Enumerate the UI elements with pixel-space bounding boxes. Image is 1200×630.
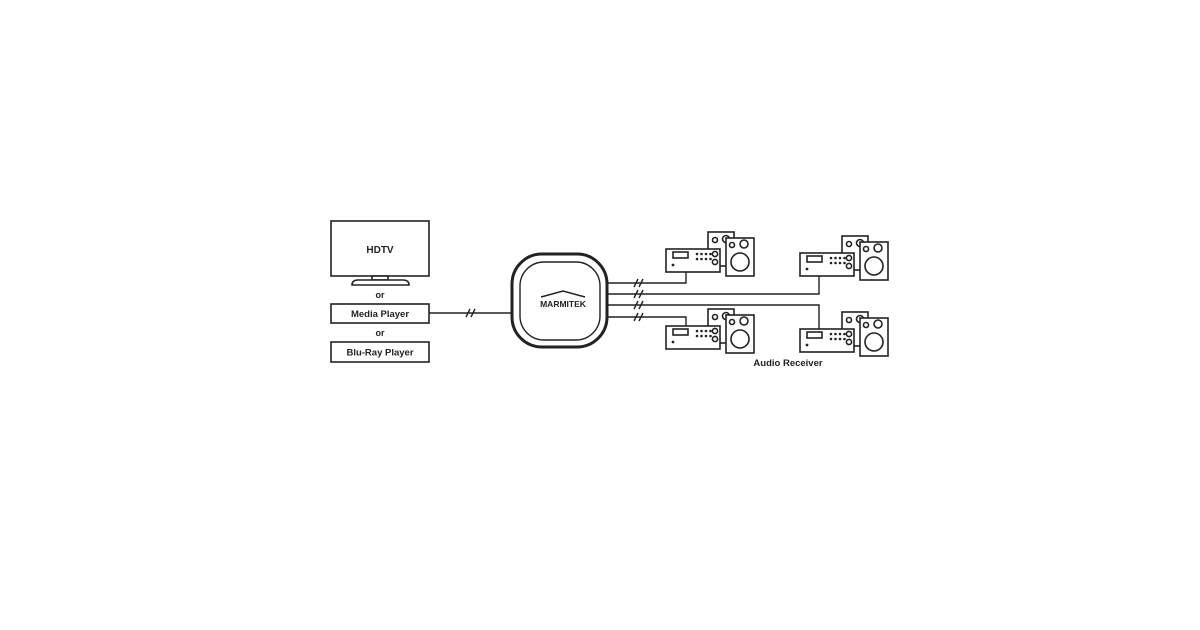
receiver-detail	[711, 250, 719, 258]
receiver-detail	[873, 243, 883, 253]
receiver-detail	[695, 252, 699, 256]
media-player: Media Player	[330, 303, 430, 324]
bluray-player-label: Blu-Ray Player	[346, 348, 413, 359]
receiver-detail	[843, 256, 846, 260]
receiver-detail	[838, 337, 842, 341]
receiver-detail	[843, 337, 846, 341]
receiver-detail	[711, 327, 719, 335]
receiver-detail	[834, 256, 837, 260]
receiver-detail	[730, 252, 750, 272]
receiver-detail	[739, 316, 749, 326]
receiver-detail	[873, 319, 883, 329]
receiver-display	[806, 331, 823, 339]
bluray-player: Blu-Ray Player	[330, 341, 430, 363]
receiver-detail	[864, 332, 884, 352]
receiver-display	[806, 255, 823, 263]
output-cable-2	[607, 276, 820, 295]
receiver-detail	[711, 335, 719, 343]
receiver-detail	[704, 329, 708, 333]
receiver-detail	[829, 337, 833, 341]
receiver-detail	[711, 313, 719, 321]
cable-break-icon	[633, 278, 644, 322]
receiver-detail	[709, 334, 712, 338]
receiver-detail	[728, 241, 736, 249]
receiver-detail	[695, 257, 699, 261]
receiver-detail	[838, 256, 842, 260]
receiver-detail	[704, 252, 708, 256]
input-cable	[429, 308, 512, 318]
media-player-label: Media Player	[351, 309, 409, 320]
receiver-detail	[862, 321, 870, 329]
receiver-detail	[829, 261, 833, 265]
receiver-detail	[834, 261, 837, 265]
hdtv-screen	[330, 220, 430, 277]
hub-brand-logo: MARMITEK	[540, 299, 587, 309]
receiver-detail	[805, 267, 809, 271]
receiver-detail	[829, 256, 833, 260]
receiver-detail	[805, 343, 809, 347]
marmitek-hub: MARMITEK	[510, 252, 609, 349]
receiver-detail	[829, 332, 833, 336]
audio-receiver-label: Audio Receiver	[753, 358, 822, 369]
receiver-detail	[862, 245, 870, 253]
receiver-detail	[711, 236, 719, 244]
output-cable-3	[607, 304, 820, 330]
receiver-detail	[843, 332, 846, 336]
receiver-detail	[695, 334, 699, 338]
receiver-detail	[845, 316, 853, 324]
receiver-detail	[845, 254, 853, 262]
cable-break-icon	[465, 308, 476, 318]
receiver-detail	[843, 261, 846, 265]
receiver-detail	[709, 329, 712, 333]
audio-receiver-set-3	[665, 308, 755, 354]
receiver-display	[672, 251, 689, 259]
output-cables	[607, 272, 820, 330]
audio-receiver-set-2	[799, 235, 889, 281]
receiver-detail	[700, 329, 703, 333]
receiver-detail	[700, 252, 703, 256]
receiver-detail	[671, 340, 675, 344]
receiver-detail	[845, 262, 853, 270]
receiver-detail	[728, 318, 736, 326]
receiver-detail	[834, 332, 837, 336]
hdtv-stand	[351, 279, 410, 286]
receiver-display	[672, 328, 689, 336]
receiver-detail	[704, 257, 708, 261]
receiver-detail	[838, 332, 842, 336]
receiver-detail	[711, 258, 719, 266]
receiver-detail	[695, 329, 699, 333]
receiver-detail	[739, 239, 749, 249]
or-label: or	[376, 290, 385, 300]
receiver-detail	[845, 338, 853, 346]
hdtv-label: HDTV	[366, 245, 394, 256]
receiver-detail	[838, 261, 842, 265]
receiver-detail	[700, 334, 703, 338]
output-cable-1	[607, 272, 687, 284]
hdtv: HDTV	[330, 220, 430, 286]
receiver-detail	[671, 263, 675, 267]
receiver-detail	[709, 257, 712, 261]
receiver-detail	[834, 337, 837, 341]
receiver-detail	[730, 329, 750, 349]
receiver-detail	[700, 257, 703, 261]
or-label: or	[376, 328, 385, 338]
audio-receiver-set-1	[665, 231, 755, 277]
audio-receiver-set-4	[799, 311, 889, 357]
receiver-detail	[845, 330, 853, 338]
receiver-detail	[704, 334, 708, 338]
receiver-detail	[709, 252, 712, 256]
receiver-detail	[845, 240, 853, 248]
marmitek-logo-roof-icon	[540, 290, 586, 298]
audio-receivers	[665, 231, 889, 357]
receiver-detail	[864, 256, 884, 276]
